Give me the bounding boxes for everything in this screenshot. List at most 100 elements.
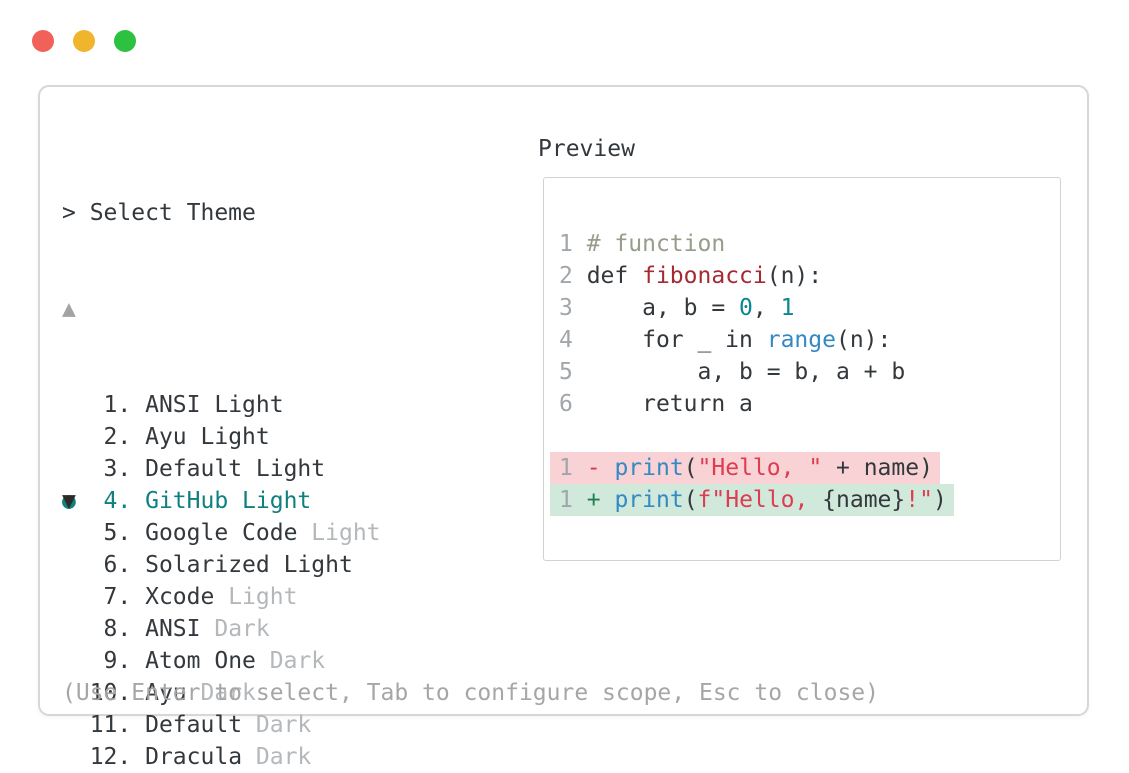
code-line: 5 a, b = b, a + b <box>559 356 1060 388</box>
theme-item-number: 4. <box>75 488 146 514</box>
theme-list-panel: > Select Theme ▲ 1. ANSI Light 2. Ayu Li… <box>62 133 879 773</box>
code-token-plus: + <box>586 487 601 513</box>
theme-item-variant-label: Light <box>297 520 381 546</box>
theme-item-variant-label: Dark <box>242 744 312 770</box>
diff-added-line: 1 + print(f"Hello, {name}!") <box>550 484 954 516</box>
marker-space <box>62 584 76 610</box>
theme-item-github-light[interactable]: ● 4. GitHub Light <box>62 485 879 517</box>
help-text: (Use Enter to select, Tab to configure s… <box>62 680 879 706</box>
code-token-default: a, b = <box>572 295 740 321</box>
close-button-icon[interactable] <box>32 30 54 52</box>
theme-item-number: 3. <box>75 456 146 482</box>
code-token-minus: - <box>586 455 601 481</box>
theme-item-ansi[interactable]: 8. ANSI Dark <box>62 613 879 645</box>
code-token-linenum: 6 <box>559 391 573 417</box>
code-line: 1 + print(f"Hello, {name}!") <box>550 484 1060 516</box>
marker-space <box>62 520 76 546</box>
theme-item-google-code[interactable]: 5. Google Code Light <box>62 517 879 549</box>
theme-item-variant-label: Dark <box>242 712 312 738</box>
selected-bullet-icon: ● <box>62 488 76 514</box>
theme-item-label: ANSI Light <box>145 392 284 418</box>
code-token-default: (n): <box>835 327 892 353</box>
maximize-button-icon[interactable] <box>114 30 136 52</box>
theme-item-number: 9. <box>75 648 146 674</box>
code-token-linenum: 5 <box>559 359 573 385</box>
theme-item-label: Dracula <box>145 744 243 770</box>
theme-item-ansi-light[interactable]: 1. ANSI Light <box>62 389 879 421</box>
code-token-default: return a <box>572 391 753 417</box>
theme-item-label: Solarized Light <box>145 552 353 578</box>
theme-item-label: Default <box>145 712 243 738</box>
theme-item-number: 8. <box>75 616 146 642</box>
theme-item-ayu[interactable]: 10. Ayu Dark <box>62 677 879 709</box>
theme-picker-window: > Select Theme ▲ 1. ANSI Light 2. Ayu Li… <box>38 85 1089 770</box>
code-token-num: 0 <box>739 295 753 321</box>
code-token-linenum: 4 <box>559 327 573 353</box>
marker-space <box>62 648 76 674</box>
theme-item-xcode[interactable]: 7. Xcode Light <box>62 581 879 613</box>
code-token-linenum: 3 <box>559 295 573 321</box>
code-token-linenum: 1 <box>559 231 573 257</box>
code-line: 1 # function <box>559 228 1060 260</box>
code-line: 3 a, b = 0, 1 <box>559 292 1060 324</box>
preview-title: Preview <box>538 136 635 162</box>
code-line: 1 - print("Hello, " + name) <box>550 452 1060 484</box>
code-token-builtin: range <box>766 327 836 353</box>
theme-item-label: ANSI <box>145 616 201 642</box>
theme-item-number: 10. <box>75 680 146 706</box>
marker-space <box>62 552 76 578</box>
theme-item-variant-label: Light <box>214 584 298 610</box>
code-token-str: !" <box>905 487 933 513</box>
marker-space <box>62 456 76 482</box>
scroll-up-indicator-icon[interactable]: ▲ <box>62 296 76 322</box>
marker-space <box>62 392 76 418</box>
theme-item-label: Google Code <box>145 520 298 546</box>
scroll-down-indicator-icon[interactable]: ▼ <box>62 488 76 514</box>
theme-item-default[interactable]: 11. Default Dark <box>62 709 879 741</box>
theme-item-label: GitHub Light <box>145 488 312 514</box>
code-token-default <box>573 231 587 257</box>
theme-item-label: Ayu <box>145 680 187 706</box>
code-token-default <box>573 455 587 481</box>
code-token-linenum: 1 <box>559 455 573 481</box>
theme-item-label: Ayu Light <box>145 424 270 450</box>
code-token-default: a, b = b, a + b <box>572 359 906 385</box>
theme-item-ayu-light[interactable]: 2. Ayu Light <box>62 421 879 453</box>
code-token-default: ( <box>683 455 698 481</box>
code-token-default <box>573 487 587 513</box>
code-token-default: def <box>572 263 643 289</box>
theme-item-number: 6. <box>75 552 146 578</box>
marker-space <box>62 744 76 770</box>
minimize-button-icon[interactable] <box>73 30 95 52</box>
theme-item-label: Default Light <box>145 456 326 482</box>
theme-list: 1. ANSI Light 2. Ayu Light 3. Default Li… <box>62 389 879 770</box>
code-token-str: f"Hello, <box>697 487 823 513</box>
code-line: 4 for _ in range(n): <box>559 324 1060 356</box>
code-token-builtin: print <box>614 487 684 513</box>
theme-item-number: 5. <box>75 520 146 546</box>
theme-item-number: 11. <box>75 712 146 738</box>
prompt-title: > Select Theme <box>62 200 256 226</box>
theme-item-variant-label: Dark <box>200 616 270 642</box>
code-token-linenum: 1 <box>559 487 573 513</box>
code-token-default <box>601 487 615 513</box>
code-token-default: ( <box>683 487 698 513</box>
theme-item-dracula[interactable]: 12. Dracula Dark <box>62 741 879 773</box>
code-token-func: fibonacci <box>642 263 767 289</box>
code-line <box>559 420 1060 452</box>
code-token-default: , <box>752 295 781 321</box>
code-line: 6 return a <box>559 388 1060 420</box>
theme-item-default-light[interactable]: 3. Default Light <box>62 453 879 485</box>
code-token-default: for _ in <box>572 327 767 353</box>
theme-item-number: 7. <box>75 584 146 610</box>
code-token-comment: # function <box>586 231 726 257</box>
code-token-default: + name) <box>822 455 933 481</box>
code-line: 2 def fibonacci(n): <box>559 260 1060 292</box>
theme-item-label: Atom One <box>145 648 256 674</box>
theme-item-label: Xcode <box>145 584 215 610</box>
code-token-default: (n): <box>766 263 823 289</box>
code-token-num: 1 <box>780 295 795 321</box>
theme-item-atom-one[interactable]: 9. Atom One Dark <box>62 645 879 677</box>
theme-item-number: 1. <box>75 392 146 418</box>
